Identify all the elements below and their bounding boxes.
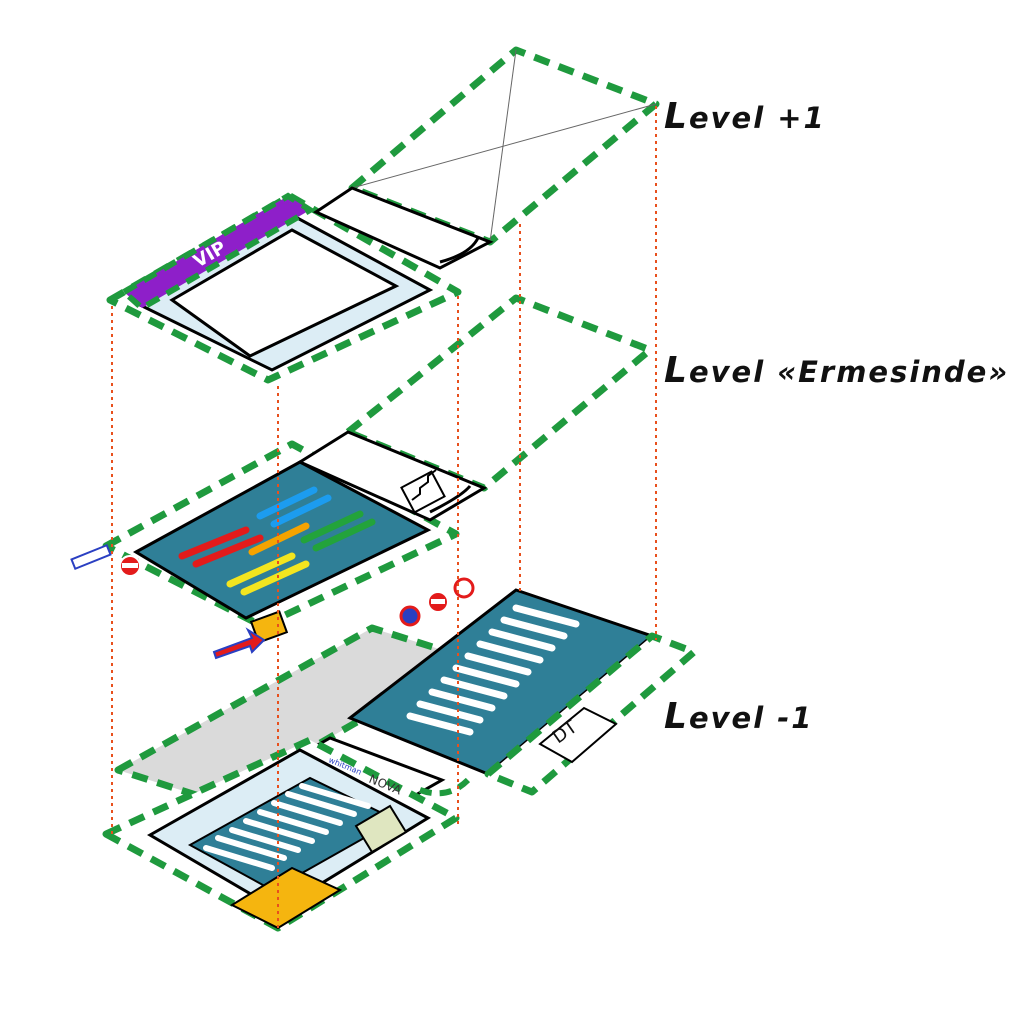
entrance-arrow-icon	[212, 627, 266, 660]
link-room-plus-1	[312, 186, 494, 270]
restriction-signs-icon	[399, 577, 475, 627]
ramp-curve-ermesinde	[429, 485, 472, 514]
vip-inner-room	[169, 228, 400, 358]
no-entry-sign-icon	[119, 555, 141, 577]
orange-entrance-zone	[229, 866, 343, 930]
stair-icon-ermesinde	[400, 469, 446, 514]
vip-band	[118, 192, 316, 312]
level-plus-1-label: Level +1	[664, 96, 826, 137]
void-cross-b	[489, 49, 517, 243]
ramp-curve-minus-1	[418, 777, 471, 797]
void-cross-a	[351, 103, 657, 189]
level-plus-1-floor: VIP	[106, 46, 660, 384]
vertical-guide-lines	[111, 106, 657, 928]
level-ermesinde-label: Level «Ermesinde»	[664, 350, 1010, 391]
parking-stripes-large	[406, 604, 580, 736]
parking-stripes-small	[203, 783, 371, 871]
ramp-curve-plus-1	[439, 237, 480, 264]
dt-room	[538, 706, 618, 764]
colored-bars	[178, 486, 376, 596]
blue-direction-sign-icon	[70, 543, 112, 571]
empty-plate-ermesinde	[344, 294, 654, 492]
level-minus-1-floor: whitman NOVA DT	[102, 588, 698, 932]
level-minus-1-label: Level -1	[664, 696, 814, 737]
olive-room	[354, 804, 408, 854]
level-ermesinde-floor	[70, 294, 654, 660]
